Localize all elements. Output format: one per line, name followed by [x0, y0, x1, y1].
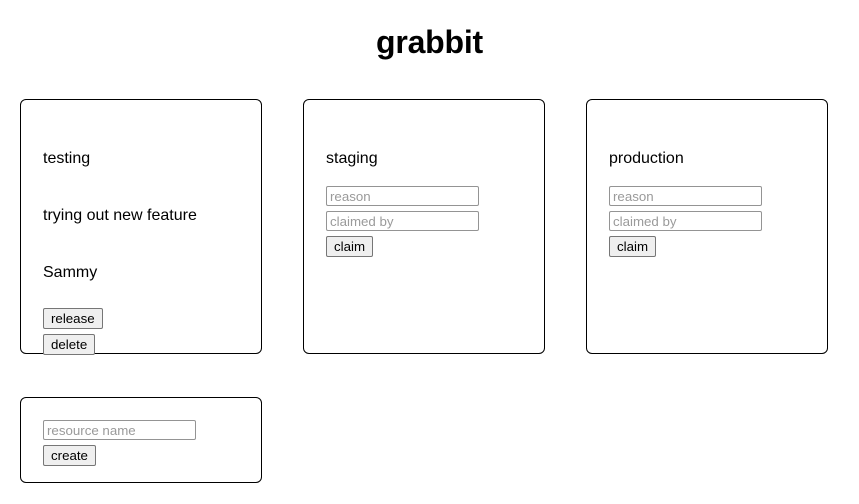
resource-action-group: release delete	[43, 283, 239, 355]
claim-form: claim	[609, 168, 805, 258]
claim-form: claim	[326, 168, 522, 258]
claim-button[interactable]: claim	[609, 236, 657, 258]
claim-button[interactable]: claim	[326, 236, 374, 258]
reason-input[interactable]	[609, 186, 762, 207]
create-resource-form: create	[21, 398, 261, 488]
resource-card-body: staging claim	[304, 100, 544, 279]
resource-name-label: production	[609, 150, 684, 167]
resource-card-body: production claim	[587, 100, 827, 279]
resource-card-production: production claim	[586, 99, 828, 354]
resource-card-testing: testing trying out new feature Sammy rel…	[20, 99, 262, 355]
claimed-by-input[interactable]	[326, 211, 479, 232]
delete-button[interactable]: delete	[43, 333, 96, 355]
reason-input[interactable]	[326, 186, 479, 207]
resource-name-label: testing	[43, 150, 91, 167]
create-resource-card: create	[20, 397, 262, 483]
resource-name-label: staging	[326, 150, 378, 167]
resource-card-row: testing trying out new feature Sammy rel…	[20, 99, 828, 355]
release-button[interactable]: release	[43, 307, 103, 329]
resource-card-body: testing trying out new feature Sammy rel…	[21, 100, 261, 382]
claimed-by-input[interactable]	[609, 211, 762, 232]
resource-claimed-by-text: Sammy	[43, 264, 98, 282]
resource-card-staging: staging claim	[303, 99, 545, 354]
resource-name-input[interactable]	[43, 420, 196, 440]
resource-reason-text: trying out new feature	[43, 207, 197, 225]
page-title: grabbit	[375, 24, 484, 60]
create-button[interactable]: create	[43, 445, 96, 466]
